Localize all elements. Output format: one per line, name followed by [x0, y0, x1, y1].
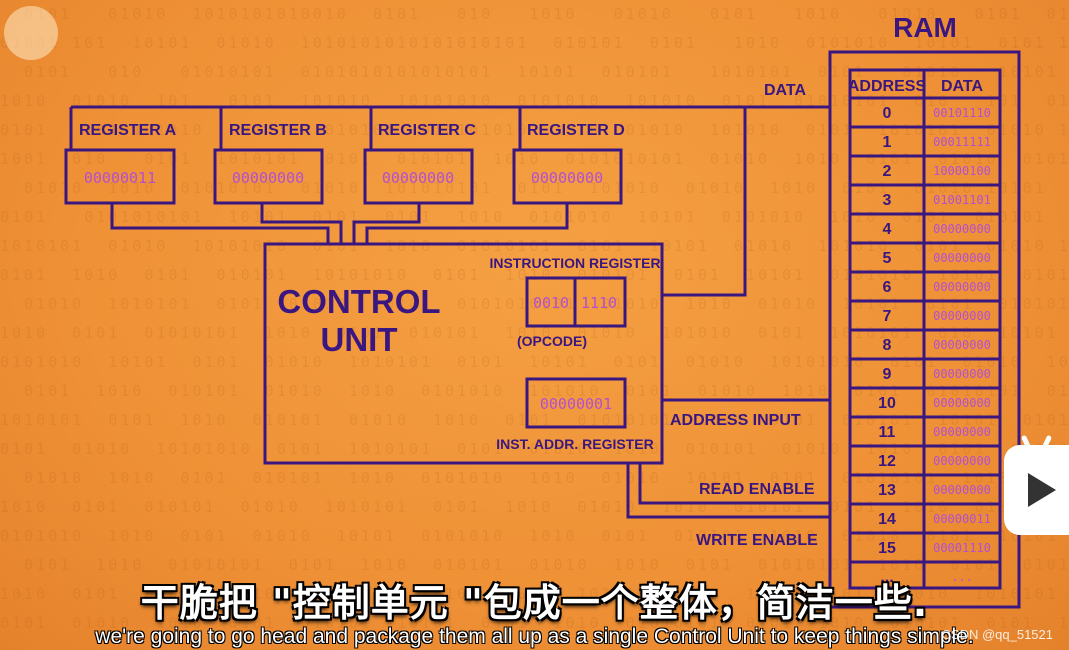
ram-address-cell: 12	[878, 453, 896, 470]
ram-data-cell: 00000000	[933, 425, 991, 439]
ram-address-cell: ...	[880, 569, 893, 586]
register-a-label: REGISTER A	[79, 122, 177, 139]
ram-data-cell: ...	[951, 570, 973, 584]
register-b-value: 00000000	[232, 169, 304, 187]
ram-address-cell: 8	[883, 337, 892, 354]
ram-data-cell: 00000000	[933, 251, 991, 265]
ram-address-cell: 13	[878, 482, 896, 499]
subtitle-english: we're going to go head and package them …	[95, 625, 974, 648]
ram-address-cell: 1	[883, 134, 892, 151]
register-d-value: 00000000	[531, 169, 603, 187]
ram-address-cell: 9	[883, 366, 892, 383]
write-enable-line	[626, 463, 830, 519]
ram-data-cell: 00000000	[933, 396, 991, 410]
pbs-logo	[4, 6, 58, 60]
watermark: CSDN @qq_51521	[941, 627, 1053, 642]
register-c-value: 00000000	[382, 169, 454, 187]
read-enable-line	[638, 463, 830, 505]
instruction-address-value: 1110	[581, 294, 617, 312]
play-button[interactable]	[1004, 434, 1069, 535]
ram-address-cell: 0	[883, 105, 892, 122]
ram-data-cell: 00101110	[933, 106, 991, 120]
ram-data-cell: 00000000	[933, 454, 991, 468]
control-unit-box	[263, 242, 664, 465]
opcode-value: 0010	[533, 294, 569, 312]
ram-grid	[850, 125, 1000, 564]
ram-rows: 0 00101110 1 00011111 2 10000100 3 01001101 4 000…	[878, 105, 991, 586]
ram-data-cell: 01001101	[933, 193, 991, 207]
read-enable-label: READ ENABLE	[699, 481, 815, 498]
address-input-label: ADDRESS INPUT	[670, 412, 801, 429]
data-bus-label: DATA	[764, 82, 807, 99]
ram-data-cell: 00011111	[933, 135, 991, 149]
inst-addr-register-value: 00000001	[540, 395, 612, 413]
opcode-label: (OPCODE)	[517, 333, 587, 349]
ram-data-cell: 00000011	[933, 512, 991, 526]
instruction-register-label: INSTRUCTION REGISTER	[489, 255, 660, 271]
ram-address-cell: 15	[878, 540, 896, 557]
inst-addr-register-label: INST. ADDR. REGISTER	[496, 436, 653, 452]
ram-data-cell: 00000000	[933, 483, 991, 497]
ram-address-cell: 10	[878, 395, 896, 412]
ram-data-header: DATA	[941, 78, 984, 95]
ram-data-cell: 00000000	[933, 280, 991, 294]
control-unit-title-line2: UNIT	[321, 321, 398, 358]
register-to-cu-wires	[110, 203, 569, 244]
ram-outer-box	[828, 50, 1021, 609]
ram-data-cell: 00000000	[933, 338, 991, 352]
ram-address-cell: 3	[883, 192, 892, 209]
ram-address-cell: 4	[883, 221, 892, 238]
register-a-value: 00000011	[84, 169, 156, 187]
inst-addr-register-box	[525, 377, 627, 429]
subtitle-chinese: 干脆把 "控制单元 "包成一个整体，简洁一些.	[140, 581, 929, 625]
ram-address-cell: 7	[883, 308, 892, 325]
control-unit-title-line1: CONTROL	[277, 283, 440, 320]
register-b-label: REGISTER B	[229, 122, 327, 139]
ram-data-cell: 00000000	[933, 367, 991, 381]
ram-title: RAM	[893, 12, 957, 43]
register-d-label: REGISTER D	[527, 122, 625, 139]
ram-data-cell: 00000000	[933, 222, 991, 236]
write-enable-label: WRITE ENABLE	[696, 532, 818, 549]
ram-address-cell: 5	[883, 250, 892, 267]
ram-address-cell: 6	[883, 279, 892, 296]
ram-address-header: ADDRESS	[848, 78, 927, 95]
ram-data-cell: 00000000	[933, 309, 991, 323]
ram-data-cell: 10000100	[933, 164, 991, 178]
cu-data-link	[662, 108, 747, 297]
ram-address-cell: 2	[883, 163, 892, 180]
ram-address-cell: 11	[879, 424, 896, 441]
ram-data-cell: 00001110	[933, 541, 991, 555]
ram-address-cell: 14	[878, 511, 896, 528]
play-icon	[1028, 473, 1056, 507]
register-c-label: REGISTER C	[378, 122, 476, 139]
